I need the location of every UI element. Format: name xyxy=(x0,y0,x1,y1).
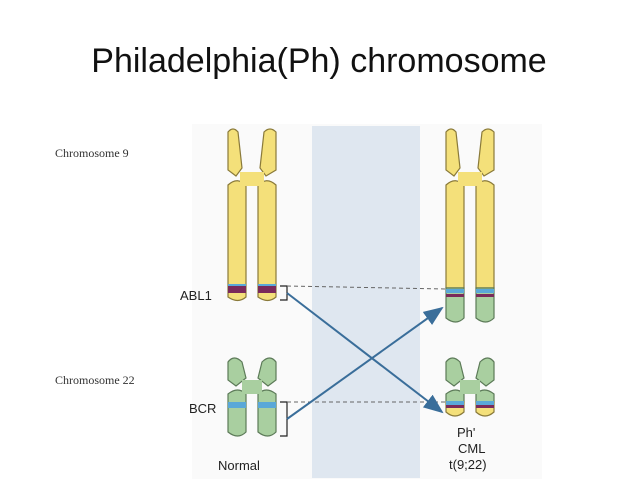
bcr-label: BCR xyxy=(189,401,216,416)
ph-left-top-arm xyxy=(445,357,465,387)
der9-left-bcr-band xyxy=(446,289,464,293)
der9-left-green-tip xyxy=(445,287,465,323)
ph-right-top-arm xyxy=(475,357,495,387)
normal-chr22-centromere xyxy=(242,380,262,394)
bcr-band-left xyxy=(228,402,246,408)
center-panel xyxy=(312,126,420,478)
normal-chr22-right-top-arm xyxy=(257,357,277,387)
normal-chr9-left-top-arm xyxy=(227,128,243,177)
normal-chr22-right-long-arm xyxy=(257,389,277,437)
bcr-band-right xyxy=(258,402,276,408)
normal-chr22-left-long-arm xyxy=(227,389,247,437)
philadelphia-chromosome xyxy=(445,357,495,417)
normal-chr9-right-long-arm xyxy=(257,180,277,302)
ph-left-bcr-band xyxy=(446,401,464,405)
normal-chr9-left-long-arm xyxy=(227,180,247,302)
bcr-translocation-arrow xyxy=(286,306,444,420)
cml-label: CML xyxy=(458,441,485,456)
ph-right-abl1-band xyxy=(476,405,494,408)
normal-label: Normal xyxy=(218,458,260,473)
translocation-label: t(9;22) xyxy=(449,457,487,472)
normal-chr9-centromere xyxy=(240,172,264,186)
abl1-guide-line xyxy=(286,285,447,290)
abl1-band-right xyxy=(258,286,276,293)
chromosome-22-label: Chromosome 22 xyxy=(55,373,135,387)
der9-right-abl1-band xyxy=(476,294,494,297)
der9-right-top-arm xyxy=(477,128,495,177)
normal-chr22-left-top-arm xyxy=(227,357,247,387)
abl1-band-left-stripe xyxy=(228,284,246,286)
abl1-band-left xyxy=(228,286,246,293)
der9-centromere xyxy=(458,172,482,186)
der9-left-abl1-band xyxy=(446,294,464,297)
abl1-label: ABL1 xyxy=(180,288,212,303)
der9-right-bcr-band xyxy=(476,289,494,293)
der9-left-long-arm xyxy=(445,180,465,289)
abl1-translocation-arrow xyxy=(286,292,444,414)
abl1-band-right-stripe xyxy=(258,284,276,286)
ph-centromere xyxy=(460,380,480,394)
der9-right-long-arm xyxy=(475,180,495,289)
ph-left-long-arm xyxy=(445,389,465,403)
normal-chr9-right-top-arm xyxy=(259,128,277,177)
normal-chromosome-9 xyxy=(227,128,277,302)
der9-left-top-arm xyxy=(445,128,461,177)
chromosome-9-label: Chromosome 9 xyxy=(55,146,129,160)
ph-label: Ph' xyxy=(457,425,475,440)
page-title: Philadelphia(Ph) chromosome xyxy=(91,42,547,80)
der9-right-green-tip xyxy=(475,287,495,323)
ph-left-abl1-band xyxy=(446,405,464,408)
normal-chromosome-22 xyxy=(227,357,277,437)
derivative-chromosome-9 xyxy=(445,128,495,323)
ph-right-bcr-band xyxy=(476,401,494,405)
